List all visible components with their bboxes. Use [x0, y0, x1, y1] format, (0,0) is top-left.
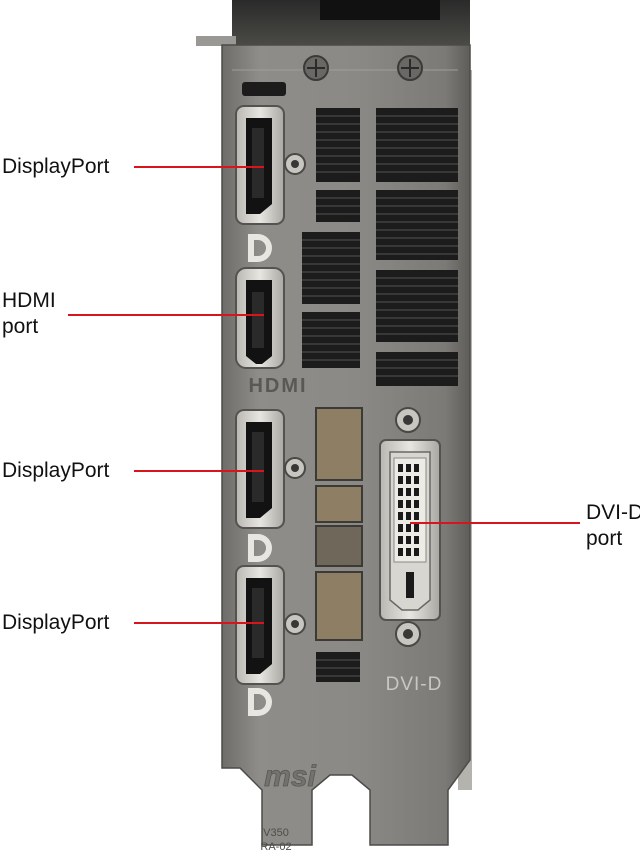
pointer-line-displayport-middle — [134, 470, 264, 472]
bracket-code-line-2: RA-02 — [260, 841, 291, 853]
pointer-line-hdmi — [68, 314, 264, 316]
msi-brand-logo: msi — [264, 760, 316, 793]
displayport-logo-icon — [248, 688, 272, 716]
hex-standoff-icon — [284, 613, 306, 635]
displayport-connector-top — [235, 105, 285, 225]
label-dvi-d-line-2: port — [586, 527, 623, 550]
displayport-logo-icon — [248, 534, 272, 562]
label-dvi-d-line-1: DVI-D — [586, 501, 640, 524]
screw-icon — [303, 55, 329, 81]
label-hdmi-line-2: port — [2, 315, 39, 338]
displayport-logo-icon — [248, 234, 272, 262]
displayport-connector-bottom — [235, 565, 285, 685]
vent-fins — [302, 115, 458, 677]
hex-standoff-icon — [284, 457, 306, 479]
hex-standoff-icon — [284, 153, 306, 175]
hdmi-connector — [235, 267, 285, 369]
pointer-line-dvi-d — [410, 522, 580, 524]
lower-vent-cutouts — [315, 407, 363, 641]
pointer-line-displayport-bottom — [134, 622, 264, 624]
screw-icon — [397, 55, 423, 81]
label-displayport-middle: DisplayPort — [2, 459, 110, 482]
label-hdmi-line-1: HDMI — [2, 289, 56, 312]
hex-standoff-icon — [395, 621, 421, 647]
pointer-line-displayport-top — [134, 166, 264, 168]
hdmi-logo-marking: HDMI — [248, 375, 307, 397]
displayport-connector-middle — [235, 409, 285, 529]
bracket-code-line-1: V350 — [263, 827, 289, 839]
label-displayport-top: DisplayPort — [2, 155, 110, 178]
card-top-edge — [196, 0, 470, 46]
bracket-slot — [242, 82, 286, 96]
dvi-d-marking: DVI-D — [386, 674, 443, 695]
hex-standoff-icon — [395, 407, 421, 433]
label-displayport-bottom: DisplayPort — [2, 611, 110, 634]
vent-grilles — [302, 108, 458, 682]
dvi-d-connector — [379, 439, 441, 621]
